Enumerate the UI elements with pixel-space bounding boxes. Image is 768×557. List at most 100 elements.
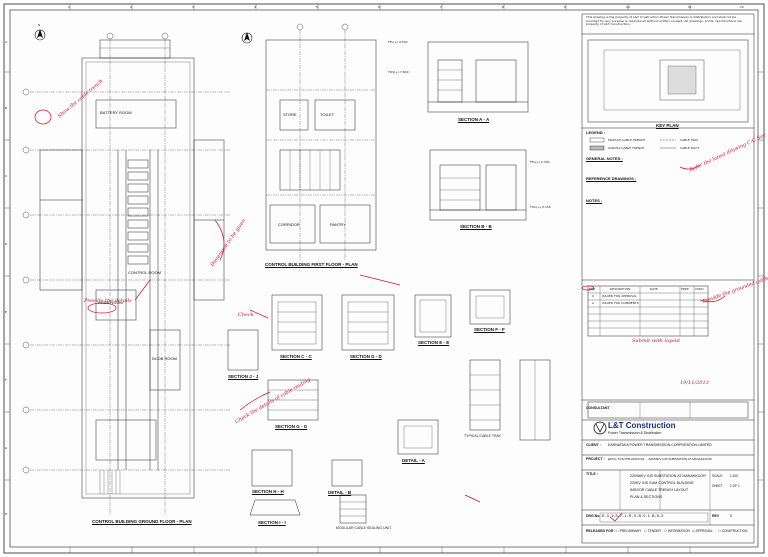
rev-value: 0 — [730, 514, 733, 518]
detail-a-title: DETAIL - A — [402, 458, 425, 463]
grid-col-label: 5 — [316, 5, 318, 9]
grid-col-label: 2 — [130, 5, 132, 9]
title-line: PLAN & SECTIONS — [630, 495, 663, 499]
ground-floor-plan-title: CONTROL BUILDING GROUND FLOOR - PLAN — [92, 519, 192, 524]
legend-title: LEGEND : — [586, 130, 606, 135]
scale-value: 1:100 — [730, 474, 738, 478]
legend-item: CABLE DUCT — [680, 146, 700, 150]
grid-row-label: E — [5, 310, 7, 314]
scale-label: SCALE — [712, 474, 723, 478]
grid-col-label: 7 — [440, 5, 442, 9]
title-line: 220/66KV GIS SUBSTATION AT MANAKKOOR — [630, 474, 706, 478]
client-name: KARNATAKA POWER TRANSMISSION CORPORATION… — [608, 443, 712, 447]
release-option[interactable]: ☐ INFORMATION — [664, 529, 690, 533]
rev-header-cell: DATE — [650, 287, 658, 291]
room-label: CORRIDOR — [278, 222, 300, 227]
room-label: STORE — [283, 112, 297, 117]
section-hh-title: SECTION H - H — [252, 489, 284, 494]
rev-label: REV — [712, 514, 720, 518]
first-floor-plan-title: CONTROL BUILDING FIRST FLOOR - PLAN — [265, 262, 358, 267]
title-label: TITLE : — [586, 472, 598, 476]
legend-item: CABLE TRAY — [680, 138, 699, 142]
grid-col-label: 11 — [688, 5, 692, 9]
key-plan-title: KEY PLAN — [656, 123, 679, 128]
grid-col-label: 12 — [740, 5, 744, 9]
grid-col-label: 10 — [626, 5, 630, 9]
section-aa-title: SECTION A - A — [458, 117, 490, 122]
release-option[interactable]: ☐ CONSTRUCTION — [718, 529, 748, 533]
legend-item: ACROSS CABLE TRENCH — [608, 146, 645, 150]
section-ee-title: SECTION E - E — [418, 340, 450, 345]
room-label: PANTRY — [330, 222, 346, 227]
title-line: 220KV GIS CUM CONTROL BUILDING — [630, 481, 694, 485]
consultant-label: CONSULTANT — [586, 406, 610, 410]
section-cc-title: SECTION C - C — [280, 354, 312, 359]
company-name: L&T Construction — [608, 421, 676, 430]
grid-row-label: A — [5, 40, 8, 44]
grid-row-label: G — [5, 446, 8, 450]
level-label: FFL(+) 0.300 — [530, 160, 550, 164]
sheet-label: SHEET — [712, 484, 723, 488]
grid-col-label: 4 — [254, 5, 256, 9]
section-jj-title: SECTION J - J — [228, 374, 259, 379]
legend-item: MODULE CABLE TRENCH — [608, 138, 646, 142]
section-ii-title: SECTION I - I — [258, 520, 286, 525]
markup-note: Check — [238, 312, 254, 318]
grid-row-label: H — [5, 512, 8, 516]
section-bb-title: SECTION B - B — [460, 224, 492, 229]
grid-col-label: 6 — [378, 5, 380, 9]
grid-col-label: 9 — [564, 5, 566, 9]
grid-row-label: F — [5, 378, 7, 382]
grid-col-label: 1 — [68, 5, 70, 9]
room-label: ACDB ROOM — [98, 300, 123, 305]
disclaimer-text: This drawing is the property of L&T Cons… — [586, 15, 742, 27]
drg-no-label: DRG.No. — [586, 514, 601, 518]
section-gg-title: SECTION G - G — [275, 424, 308, 429]
room-label: BATTERY ROOM — [100, 110, 132, 115]
markup-note: Provide the details — [84, 298, 132, 304]
rev-header-cell: REV — [589, 287, 596, 291]
title-line: INDOOR CABLE TRENCH LAYOUT — [630, 488, 689, 492]
section-dd-title: SECTION D - D — [350, 354, 382, 359]
grid-row-label: B — [5, 106, 8, 110]
project-name: EPCC-TCS/TPB-220KV/22 ... 220/66KV GIS S… — [608, 457, 712, 461]
rev-cell: A — [592, 301, 595, 305]
detail-b-title: DETAIL - B — [328, 490, 352, 495]
rev-header-cell: CHKD — [695, 287, 704, 291]
sheet-value: 1 OF 1 — [730, 484, 740, 488]
released-label: RELEASED FOR : — [586, 529, 616, 533]
room-label: TOILET — [320, 112, 334, 117]
rev-header-cell: PREP — [681, 287, 689, 291]
rev-cell: ISSUED FOR COMMENTS — [602, 301, 639, 305]
markup-note: Submit with layout — [632, 338, 681, 344]
release-option[interactable]: ☐ PRELIMINARY — [616, 529, 642, 533]
grid-col-label: 3 — [192, 5, 194, 9]
modular-sealing-label: MODULAR CABLE SEALING UNIT — [336, 526, 392, 530]
room-label: DCDB ROOM — [152, 356, 177, 361]
general-notes-title: GENERAL NOTES : — [586, 156, 623, 161]
company-division: Power Transmission & Distribution — [608, 431, 662, 435]
grid-row-label: D — [5, 242, 8, 246]
room-label: CONTROL ROOM — [128, 270, 161, 275]
markup-note: 19/11/2013 — [680, 380, 709, 386]
reference-drawings-title: REFERENCE DRAWINGS : — [586, 176, 637, 181]
rev-header-cell: DESCRIPTION — [610, 287, 631, 291]
client-label: CLIENT : — [586, 443, 601, 447]
project-label: PROJECT : — [586, 457, 605, 461]
typical-cable-tray-label: TYPICAL CABLE TRAY — [464, 434, 501, 438]
drg-no-value: E-0-1-5-7-1-R-X-B-0-1-B-6-2 — [602, 514, 664, 518]
level-label: TOS(+) 7.800 — [388, 70, 409, 74]
grid-row-label: C — [5, 174, 8, 178]
level-label: TOC(+) 0.150 — [530, 205, 551, 209]
notes-title: NOTES : — [586, 198, 603, 203]
grid-col-label: 8 — [502, 5, 504, 9]
release-option[interactable]: ☑ APPROVAL — [692, 529, 713, 533]
section-ff-title: SECTION F - F — [474, 327, 505, 332]
level-label: FFL(+) 4.500 — [388, 40, 408, 44]
rev-cell: 0 — [592, 294, 594, 298]
release-option[interactable]: ☐ TENDER — [644, 529, 661, 533]
north-label: N — [38, 23, 41, 27]
rev-cell: ISSUED FOR APPROVAL — [602, 294, 637, 298]
